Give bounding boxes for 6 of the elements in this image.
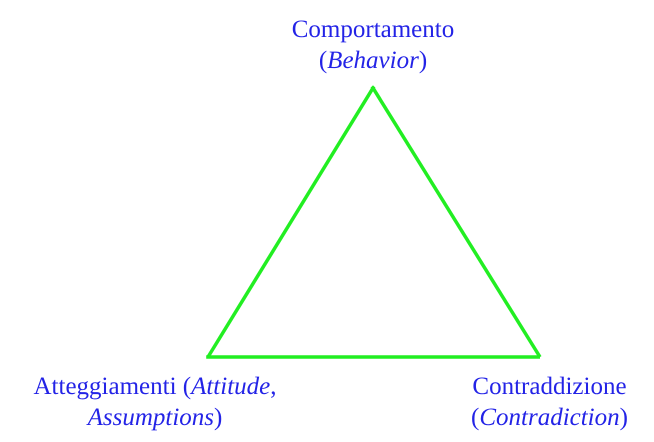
- triangle-side: [370, 86, 542, 358]
- vertex-label: Comportamento (Behavior): [290, 15, 456, 76]
- triangle-side: [206, 355, 540, 359]
- vertex-label: Contraddizione (Contradiction): [470, 372, 629, 433]
- vertex-label: Atteggiamenti (Attitude, Assumptions): [32, 372, 278, 433]
- triangle-side: [206, 86, 376, 358]
